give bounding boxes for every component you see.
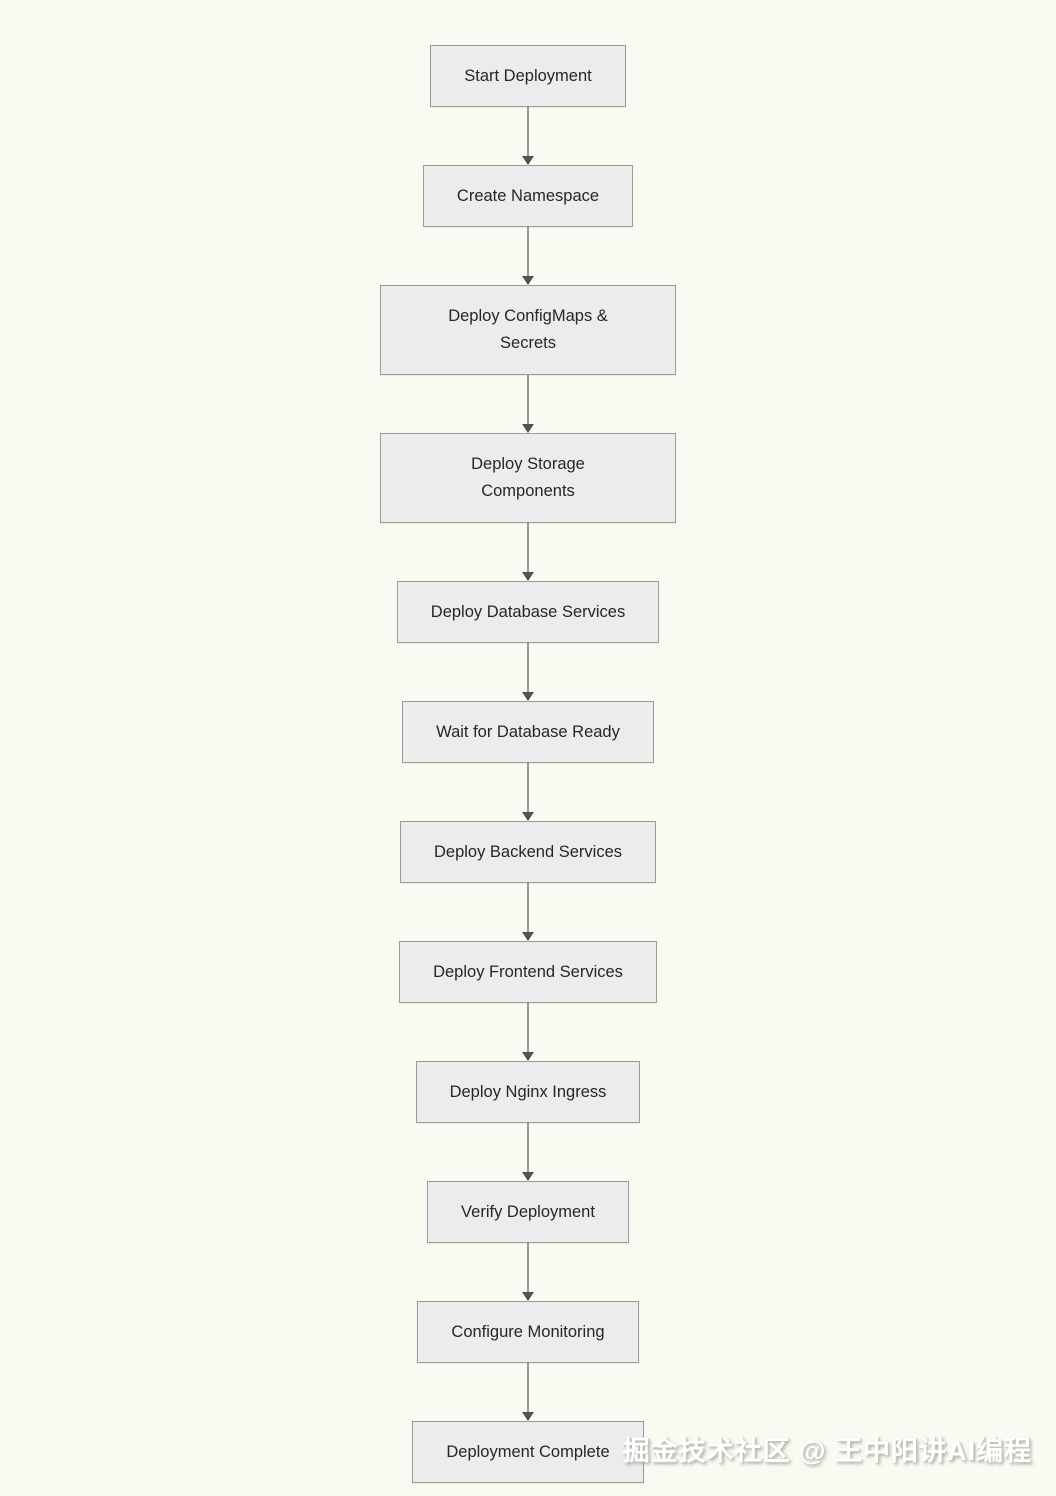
arrow-connector — [520, 375, 536, 433]
arrowhead-down-icon — [522, 572, 534, 581]
arrowhead-down-icon — [522, 932, 534, 941]
flow-node-deploy-database-services: Deploy Database Services — [396, 581, 660, 643]
arrow-line — [527, 1243, 529, 1295]
arrow-connector — [520, 227, 536, 285]
flow-node-deploy-configmaps-secrets: Deploy ConfigMaps & Secrets — [380, 285, 676, 375]
deployment-flowchart: Start Deployment Create Namespace Deploy… — [380, 45, 676, 1483]
arrowhead-down-icon — [522, 276, 534, 285]
flow-node-wait-for-database-ready: Wait for Database Ready — [402, 701, 654, 763]
flow-node-deploy-frontend-services: Deploy Frontend Services — [399, 941, 657, 1003]
arrowhead-down-icon — [522, 1292, 534, 1301]
flow-node-verify-deployment: Verify Deployment — [427, 1181, 629, 1243]
arrow-connector — [520, 523, 536, 581]
arrow-line — [527, 1123, 529, 1175]
arrow-line — [527, 523, 529, 575]
arrowhead-down-icon — [522, 1172, 534, 1181]
flow-node-deploy-storage-components: Deploy Storage Components — [380, 433, 676, 523]
arrow-line — [527, 1003, 529, 1055]
arrowhead-down-icon — [522, 692, 534, 701]
flow-node-create-namespace: Create Namespace — [422, 165, 634, 227]
arrow-connector — [520, 1363, 536, 1421]
flow-node-deployment-complete: Deployment Complete — [412, 1421, 644, 1483]
arrow-connector — [520, 643, 536, 701]
arrow-line — [527, 763, 529, 815]
arrow-line — [527, 1363, 529, 1415]
arrowhead-down-icon — [522, 1052, 534, 1061]
arrow-line — [527, 883, 529, 935]
arrow-line — [527, 227, 529, 279]
flow-node-configure-monitoring: Configure Monitoring — [417, 1301, 639, 1363]
arrow-line — [527, 107, 529, 159]
arrowhead-down-icon — [522, 812, 534, 821]
arrow-line — [527, 643, 529, 695]
arrowhead-down-icon — [522, 156, 534, 165]
arrowhead-down-icon — [522, 424, 534, 433]
arrow-connector — [520, 883, 536, 941]
arrow-connector — [520, 1243, 536, 1301]
arrow-connector — [520, 107, 536, 165]
flow-node-deploy-nginx-ingress: Deploy Nginx Ingress — [415, 1061, 641, 1123]
arrow-connector — [520, 1123, 536, 1181]
arrow-connector — [520, 1003, 536, 1061]
flow-node-start-deployment: Start Deployment — [430, 45, 626, 107]
arrow-connector — [520, 763, 536, 821]
arrow-line — [527, 375, 529, 427]
flow-node-deploy-backend-services: Deploy Backend Services — [399, 821, 656, 883]
arrowhead-down-icon — [522, 1412, 534, 1421]
watermark: 掘金技术社区 @ 王中阳讲AI编程 — [622, 1436, 1032, 1466]
